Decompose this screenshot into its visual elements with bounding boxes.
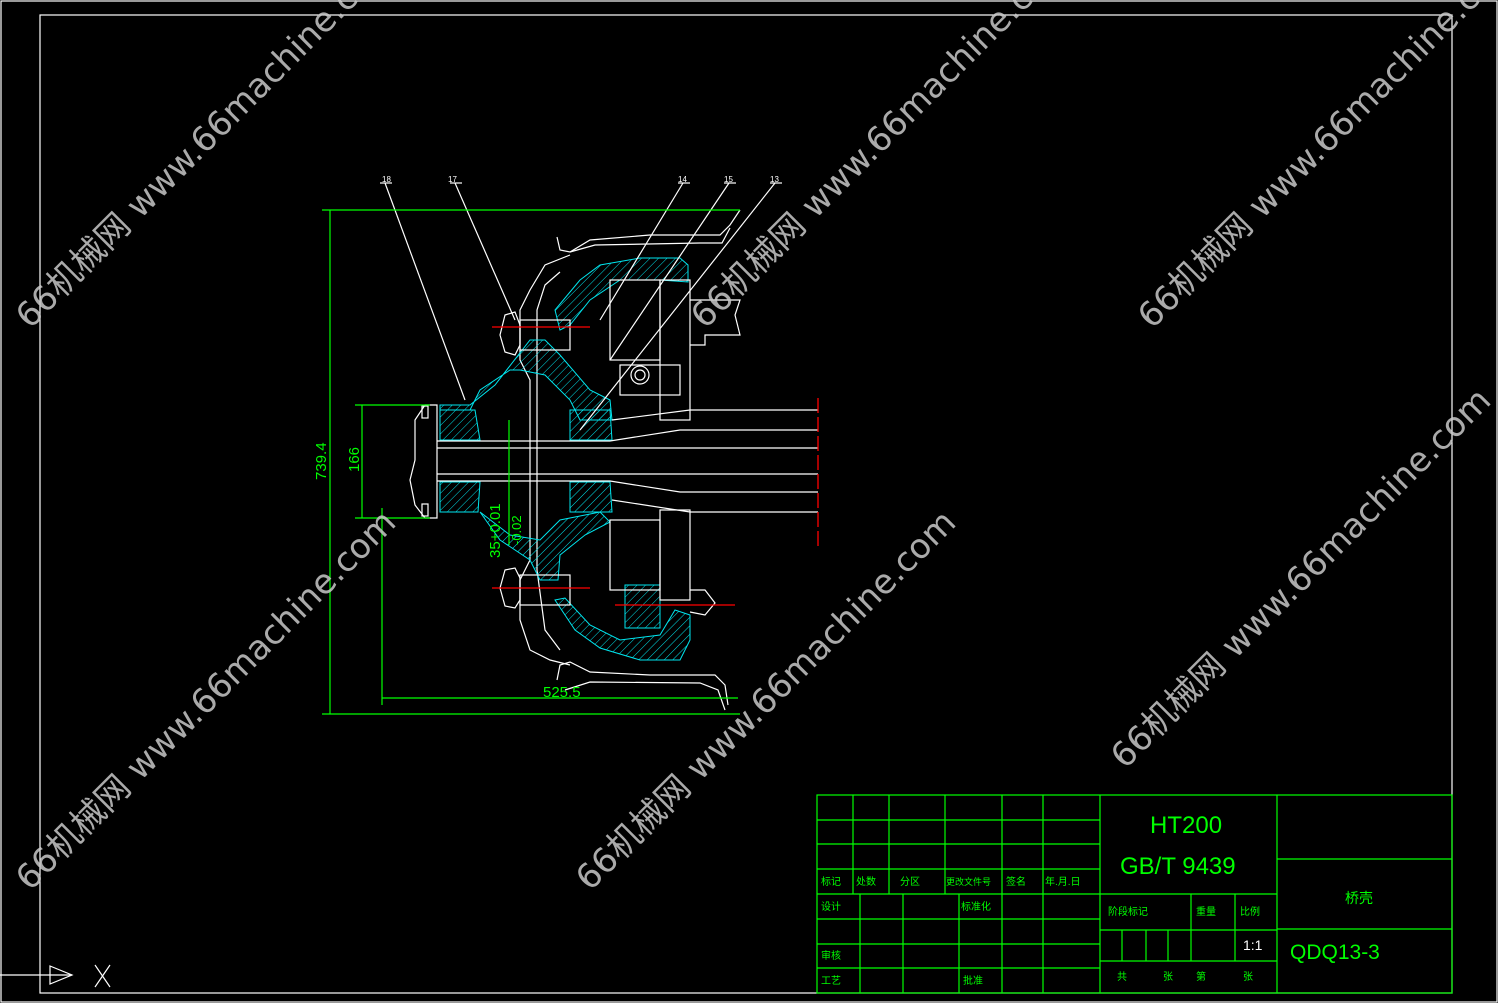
label-weight: 重量 — [1196, 905, 1216, 918]
watermark: 66机械网 www.66machine.com — [1103, 380, 1498, 776]
label-review: 审核 — [821, 949, 841, 962]
assembly-section-view — [380, 182, 819, 711]
part-label-14: 14 — [678, 175, 687, 184]
part-name: 桥壳 — [1345, 890, 1373, 906]
label-approve: 批准 — [963, 974, 983, 987]
rev-header-count: 处数 — [856, 875, 876, 888]
label-sheet-no: 第 — [1196, 970, 1206, 983]
label-ratio: 比例 — [1240, 905, 1260, 918]
part-labels: 18 17 14 15 13 — [382, 175, 779, 184]
watermark: 66机械网 www.66machine.com — [8, 0, 404, 336]
label-sheet-unit-2: 张 — [1243, 971, 1253, 983]
rev-header-doc: 更改文件号 — [946, 876, 991, 887]
label-stage-mark: 阶段标记 — [1108, 905, 1148, 918]
watermark: 66机械网 www.66machine.com — [1130, 0, 1498, 336]
part-label-17: 17 — [448, 175, 457, 184]
drawing-number: QDQ13-3 — [1290, 941, 1380, 964]
label-process: 工艺 — [821, 975, 841, 987]
label-design: 设计 — [821, 900, 841, 913]
dim-width: 525.5 — [543, 684, 581, 701]
part-label-18: 18 — [382, 175, 391, 184]
label-sheets-total: 共 — [1117, 971, 1127, 983]
dim-bore-tolerance: -0.02 — [509, 515, 524, 545]
rev-header-mark: 标记 — [821, 876, 841, 888]
label-standardization: 标准化 — [961, 900, 991, 913]
title-block-text: 标记 处数 分区 更改文件号 签名 年.月.日 设计 标准化 审核 工艺 批准 … — [821, 812, 1380, 987]
label-sheet-unit-1: 张 — [1163, 971, 1173, 983]
watermark: 66机械网 www.66machine.com — [683, 0, 1079, 336]
title-block — [816, 794, 1453, 994]
watermark: 66机械网 www.66machine.com — [8, 502, 404, 898]
inner-frame — [39, 14, 1453, 994]
material: HT200 — [1150, 812, 1222, 839]
material-standard: GB/T 9439 — [1120, 853, 1236, 880]
watermark: 66机械网 www.66machine.com — [568, 502, 964, 898]
ucs-axis-icon — [0, 964, 111, 988]
rev-header-zone: 分区 — [900, 876, 920, 888]
dim-overall-height: 739.4 — [313, 442, 330, 480]
dim-hub-height: 166 — [346, 447, 363, 472]
rev-header-sign: 签名 — [1006, 875, 1026, 888]
dimensions — [322, 209, 740, 715]
part-label-15: 15 — [724, 175, 733, 184]
dim-bore: 35+0.01 — [487, 503, 504, 558]
part-label-13: 13 — [770, 175, 779, 184]
scale-value: 1:1 — [1243, 937, 1263, 953]
rev-header-date: 年.月.日 — [1045, 875, 1081, 888]
watermarks: 66机械网 www.66machine.com 66机械网 www.66mach… — [8, 0, 1498, 898]
